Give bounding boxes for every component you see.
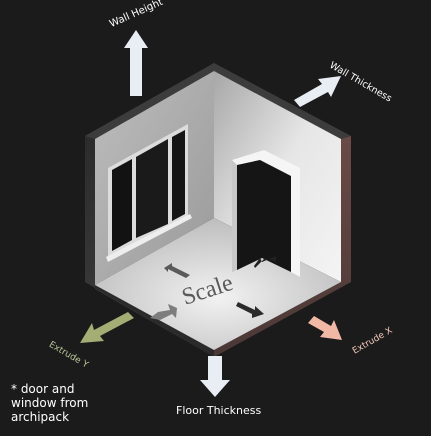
window-pane-left xyxy=(112,159,132,251)
floor-arrow-down-right xyxy=(236,302,264,318)
credit-note: * door and window from archipack xyxy=(11,382,131,424)
floor-arrow-up-left xyxy=(164,263,190,278)
wall-thickness-arrow xyxy=(294,76,341,107)
note-line-2: window from xyxy=(11,396,89,410)
note-line-3: archipack xyxy=(11,410,70,424)
floor-arrow-up-right xyxy=(254,256,276,268)
floor-thickness-label: Floor Thickness xyxy=(176,404,262,417)
floor-arrow-down-left xyxy=(150,304,177,320)
wall-height-arrow xyxy=(124,30,148,96)
extrude-y-arrow xyxy=(80,312,134,343)
window-pane-right xyxy=(172,130,185,221)
door-edge xyxy=(232,160,237,272)
window-sill xyxy=(106,214,192,262)
window-pane-middle xyxy=(136,139,168,238)
note-line-1: * door and xyxy=(11,382,75,396)
door-opening xyxy=(237,160,291,272)
floor-thickness-arrow xyxy=(200,356,230,397)
extrude-x-arrow xyxy=(308,316,342,340)
